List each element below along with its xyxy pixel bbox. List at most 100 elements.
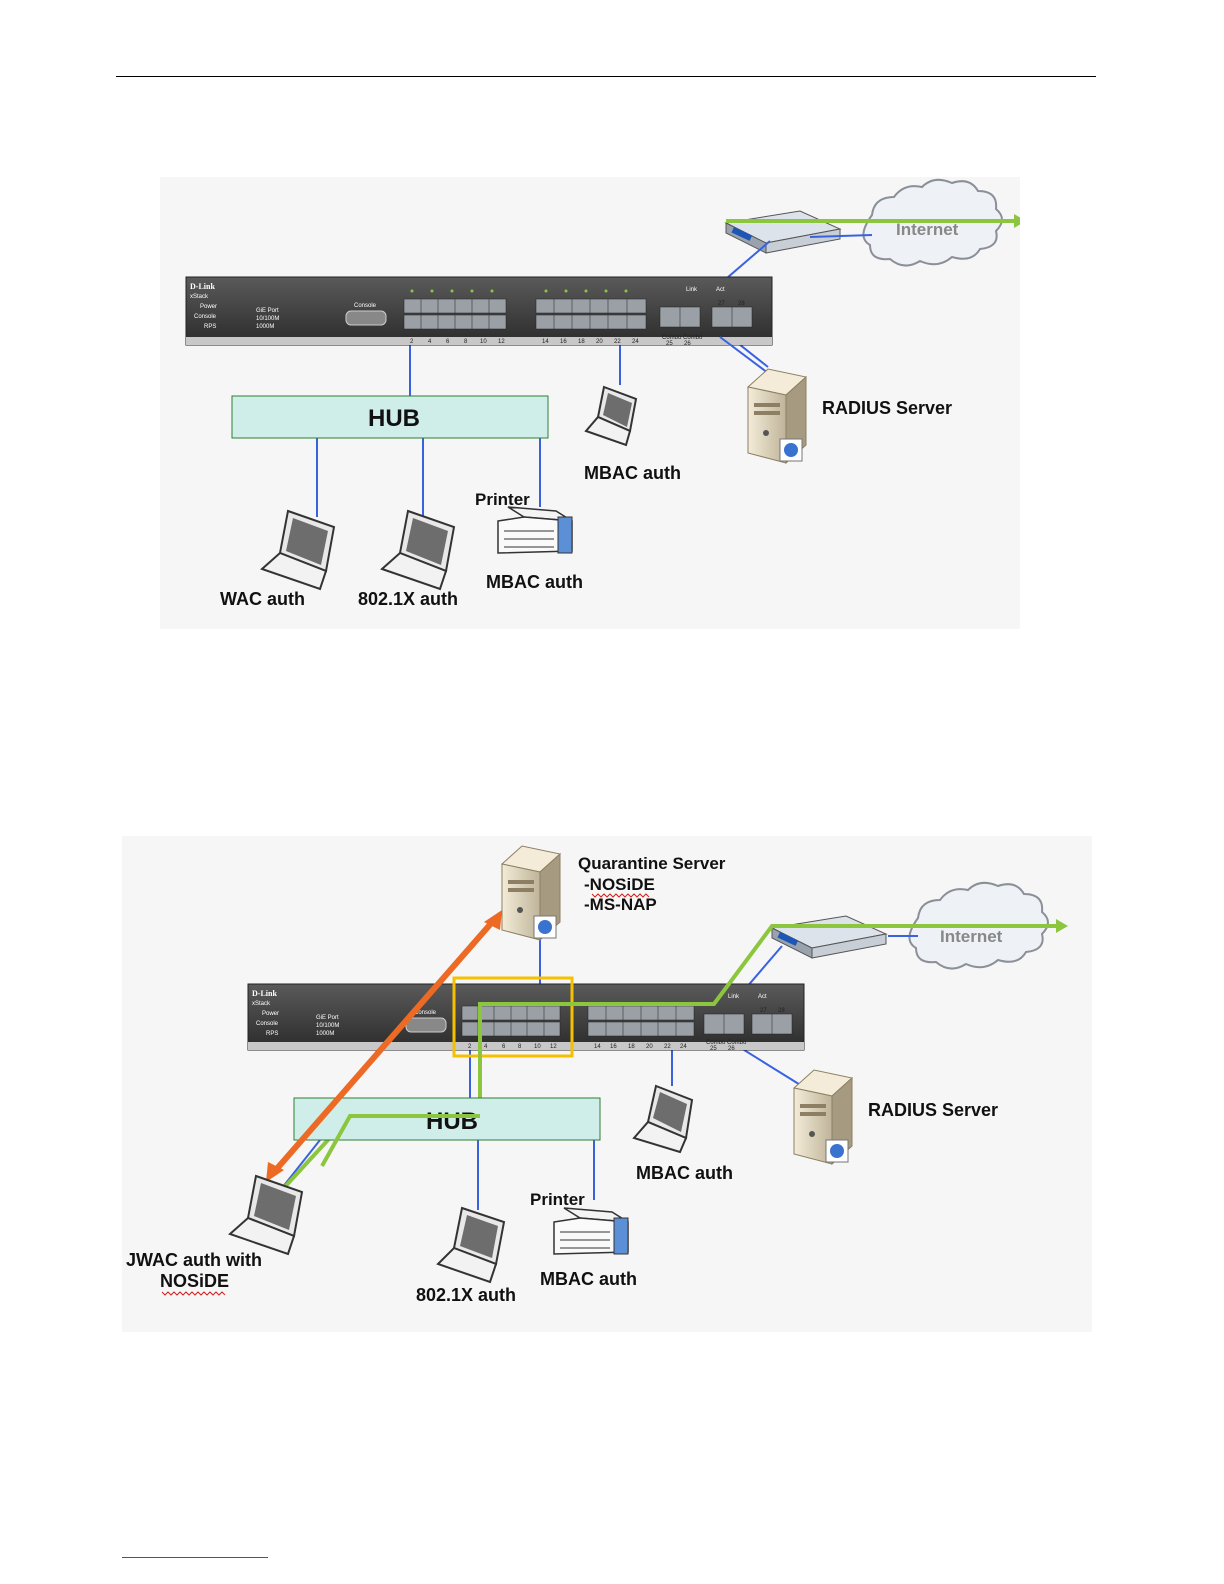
- port-num: 16: [610, 1044, 617, 1050]
- switch-stack-label: xStack: [252, 1001, 271, 1007]
- mbac-laptop-label: MBAC auth: [584, 463, 681, 483]
- laptop-icon: [260, 509, 336, 591]
- combo-label: Combo Combo: [706, 1040, 747, 1046]
- port-num: 27: [718, 301, 725, 307]
- router-icon: [770, 915, 888, 959]
- port-num: 10: [480, 339, 487, 345]
- switch-speed1-label: 10/100M: [316, 1023, 339, 1029]
- printer-label: Printer: [475, 490, 530, 509]
- 8021x-laptop-label: 802.1X auth: [358, 589, 458, 609]
- 8021x-laptop-label: 802.1X auth: [416, 1285, 516, 1305]
- port-num: 25: [666, 341, 673, 347]
- port-num: 22: [614, 339, 621, 345]
- hub-label: HUB: [368, 405, 420, 432]
- switch-power-label: Power: [200, 304, 217, 310]
- quarantine-title: Quarantine Server: [578, 854, 726, 873]
- switch-power-label: Power: [262, 1011, 279, 1017]
- internet-path-arrow: [726, 214, 1020, 228]
- port-highlight-box: [452, 976, 574, 1058]
- link-radius: [719, 336, 769, 374]
- port-num: 6: [502, 1044, 506, 1050]
- port-num: 18: [628, 1044, 635, 1050]
- switch-console-label: Console: [256, 1021, 279, 1027]
- footer-link-underline: [122, 1557, 268, 1558]
- port-num: 22: [664, 1044, 671, 1050]
- switch-brand: D-Link: [252, 989, 277, 998]
- switch-act-label: Act: [758, 994, 767, 1000]
- switch-rps-label: RPS: [204, 324, 216, 330]
- network-diagram-2: Internet D-Link xStack Power Console RPS…: [122, 836, 1092, 1332]
- switch-speed2-label: 1000M: [256, 324, 274, 330]
- port-num: 20: [596, 339, 603, 345]
- printer-icon: [553, 1207, 629, 1255]
- diagram-2-canvas: Internet D-Link xStack Power Console RPS…: [126, 845, 1068, 1305]
- laptop-icon: [380, 509, 456, 591]
- quarantine-item-1: -NOSiDE: [584, 875, 655, 894]
- spellcheck-underline: [161, 1291, 226, 1296]
- hub-box: HUB: [231, 395, 549, 439]
- switch-device: D-Link xStack Power Console RPS GiE Port…: [185, 276, 773, 347]
- port-num: 18: [578, 339, 585, 345]
- router-icon: [724, 210, 842, 254]
- mbac-laptop-label: MBAC auth: [636, 1163, 733, 1183]
- laptop-icon: [632, 1084, 694, 1154]
- spellcheck-underline: [591, 893, 650, 898]
- laptop-icon: [584, 385, 638, 447]
- switch-rps-label: RPS: [266, 1031, 278, 1037]
- switch-stack-label: xStack: [190, 294, 209, 300]
- switch-gie-label: GiE Port: [316, 1015, 339, 1021]
- switch-link-label: Link: [686, 287, 698, 293]
- quarantine-arrow: [266, 910, 502, 1182]
- port-num: 24: [680, 1044, 687, 1050]
- combo-label: Combo Combo: [662, 335, 703, 341]
- switch-console-port-label: Console: [414, 1010, 437, 1016]
- internet-label: Internet: [940, 927, 1003, 946]
- jwac-laptop-label-2: NOSiDE: [160, 1271, 229, 1291]
- printer-auth-label: MBAC auth: [486, 572, 583, 592]
- hub-box: HUB: [293, 1097, 601, 1141]
- wac-laptop-label: WAC auth: [220, 589, 305, 609]
- quarantine-item-2: -MS-NAP: [584, 895, 657, 914]
- port-num: 8: [518, 1044, 522, 1050]
- port-num: 6: [446, 339, 450, 345]
- quarantine-server-icon: [500, 845, 562, 942]
- internet-label: Internet: [896, 220, 959, 239]
- port-num: 8: [464, 339, 468, 345]
- laptop-icon: [228, 1174, 304, 1256]
- port-num: 14: [594, 1044, 601, 1050]
- radius-server-icon: [746, 368, 808, 465]
- jwac-laptop-label-1: JWAC auth with: [126, 1250, 262, 1270]
- port-num: 20: [646, 1044, 653, 1050]
- printer-label: Printer: [530, 1190, 585, 1209]
- port-num: 26: [728, 1046, 735, 1052]
- port-num: 12: [498, 339, 505, 345]
- port-num: 16: [560, 339, 567, 345]
- port-num: 2: [468, 1044, 472, 1050]
- switch-speed2-label: 1000M: [316, 1031, 334, 1037]
- hub-label: HUB: [426, 1108, 478, 1135]
- port-num: 27: [760, 1008, 767, 1014]
- switch-link-label: Link: [728, 994, 740, 1000]
- switch-brand: D-Link: [190, 282, 215, 291]
- header-rule: [116, 76, 1096, 77]
- port-num: 12: [550, 1044, 557, 1050]
- printer-icon: [497, 506, 573, 554]
- printer-auth-label: MBAC auth: [540, 1269, 637, 1289]
- port-num: 25: [710, 1046, 717, 1052]
- port-num: 28: [738, 301, 745, 307]
- switch-act-label: Act: [716, 287, 725, 293]
- port-num: 26: [684, 341, 691, 347]
- radius-server-icon: [792, 1069, 854, 1166]
- internet-path-hub-segment: [320, 1114, 480, 1167]
- switch-device: D-Link xStack Power Console RPS GiE Port…: [247, 983, 805, 1052]
- switch-speed1-label: 10/100M: [256, 316, 279, 322]
- port-num: 24: [632, 339, 639, 345]
- port-num: 10: [534, 1044, 541, 1050]
- switch-console-label: Console: [194, 314, 217, 320]
- port-num: 28: [778, 1008, 785, 1014]
- port-num: 2: [410, 339, 414, 345]
- port-num: 4: [484, 1044, 488, 1050]
- laptop-icon: [436, 1206, 506, 1284]
- switch-console-port-label: Console: [354, 303, 377, 309]
- port-num: 14: [542, 339, 549, 345]
